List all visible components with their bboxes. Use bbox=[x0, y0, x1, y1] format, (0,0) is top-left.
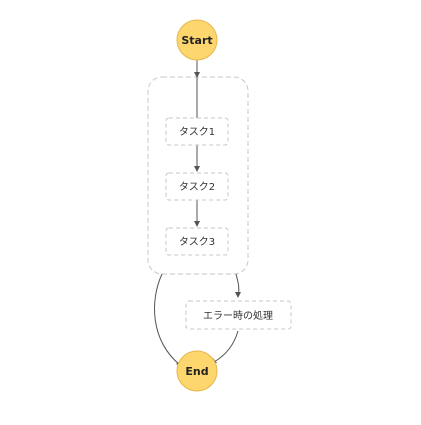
start-node[interactable]: Start bbox=[176, 19, 218, 61]
arrowhead-task2 bbox=[194, 166, 200, 172]
task-box-2 bbox=[165, 172, 229, 201]
edge-error-handler-to-end bbox=[213, 330, 239, 363]
task-group-container bbox=[147, 76, 249, 275]
end-label: End bbox=[185, 365, 208, 378]
end-node[interactable]: End bbox=[176, 350, 218, 392]
edge-group-to-end bbox=[154, 273, 181, 366]
arrowhead-group-entry bbox=[194, 72, 200, 78]
end-circle bbox=[176, 350, 218, 392]
task-label-1: タスク1 bbox=[179, 126, 215, 138]
arrowhead-task3 bbox=[194, 221, 200, 227]
task-node-3[interactable]: タスク3 bbox=[165, 227, 229, 256]
task-node-1[interactable]: タスク1 bbox=[165, 117, 229, 146]
task-node-2[interactable]: タスク2 bbox=[165, 172, 229, 201]
task-box-1 bbox=[165, 117, 229, 146]
start-label: Start bbox=[181, 34, 212, 47]
task-label-3: タスク3 bbox=[179, 236, 215, 248]
error-handler-box bbox=[185, 300, 292, 330]
task-box-3 bbox=[165, 227, 229, 256]
error-handler-node[interactable]: エラー時の処理 bbox=[185, 300, 292, 330]
start-circle bbox=[176, 19, 218, 61]
error-handler-label: エラー時の処理 bbox=[203, 309, 273, 322]
arrowhead-error-handler bbox=[235, 292, 241, 298]
task-label-2: タスク2 bbox=[179, 181, 215, 193]
